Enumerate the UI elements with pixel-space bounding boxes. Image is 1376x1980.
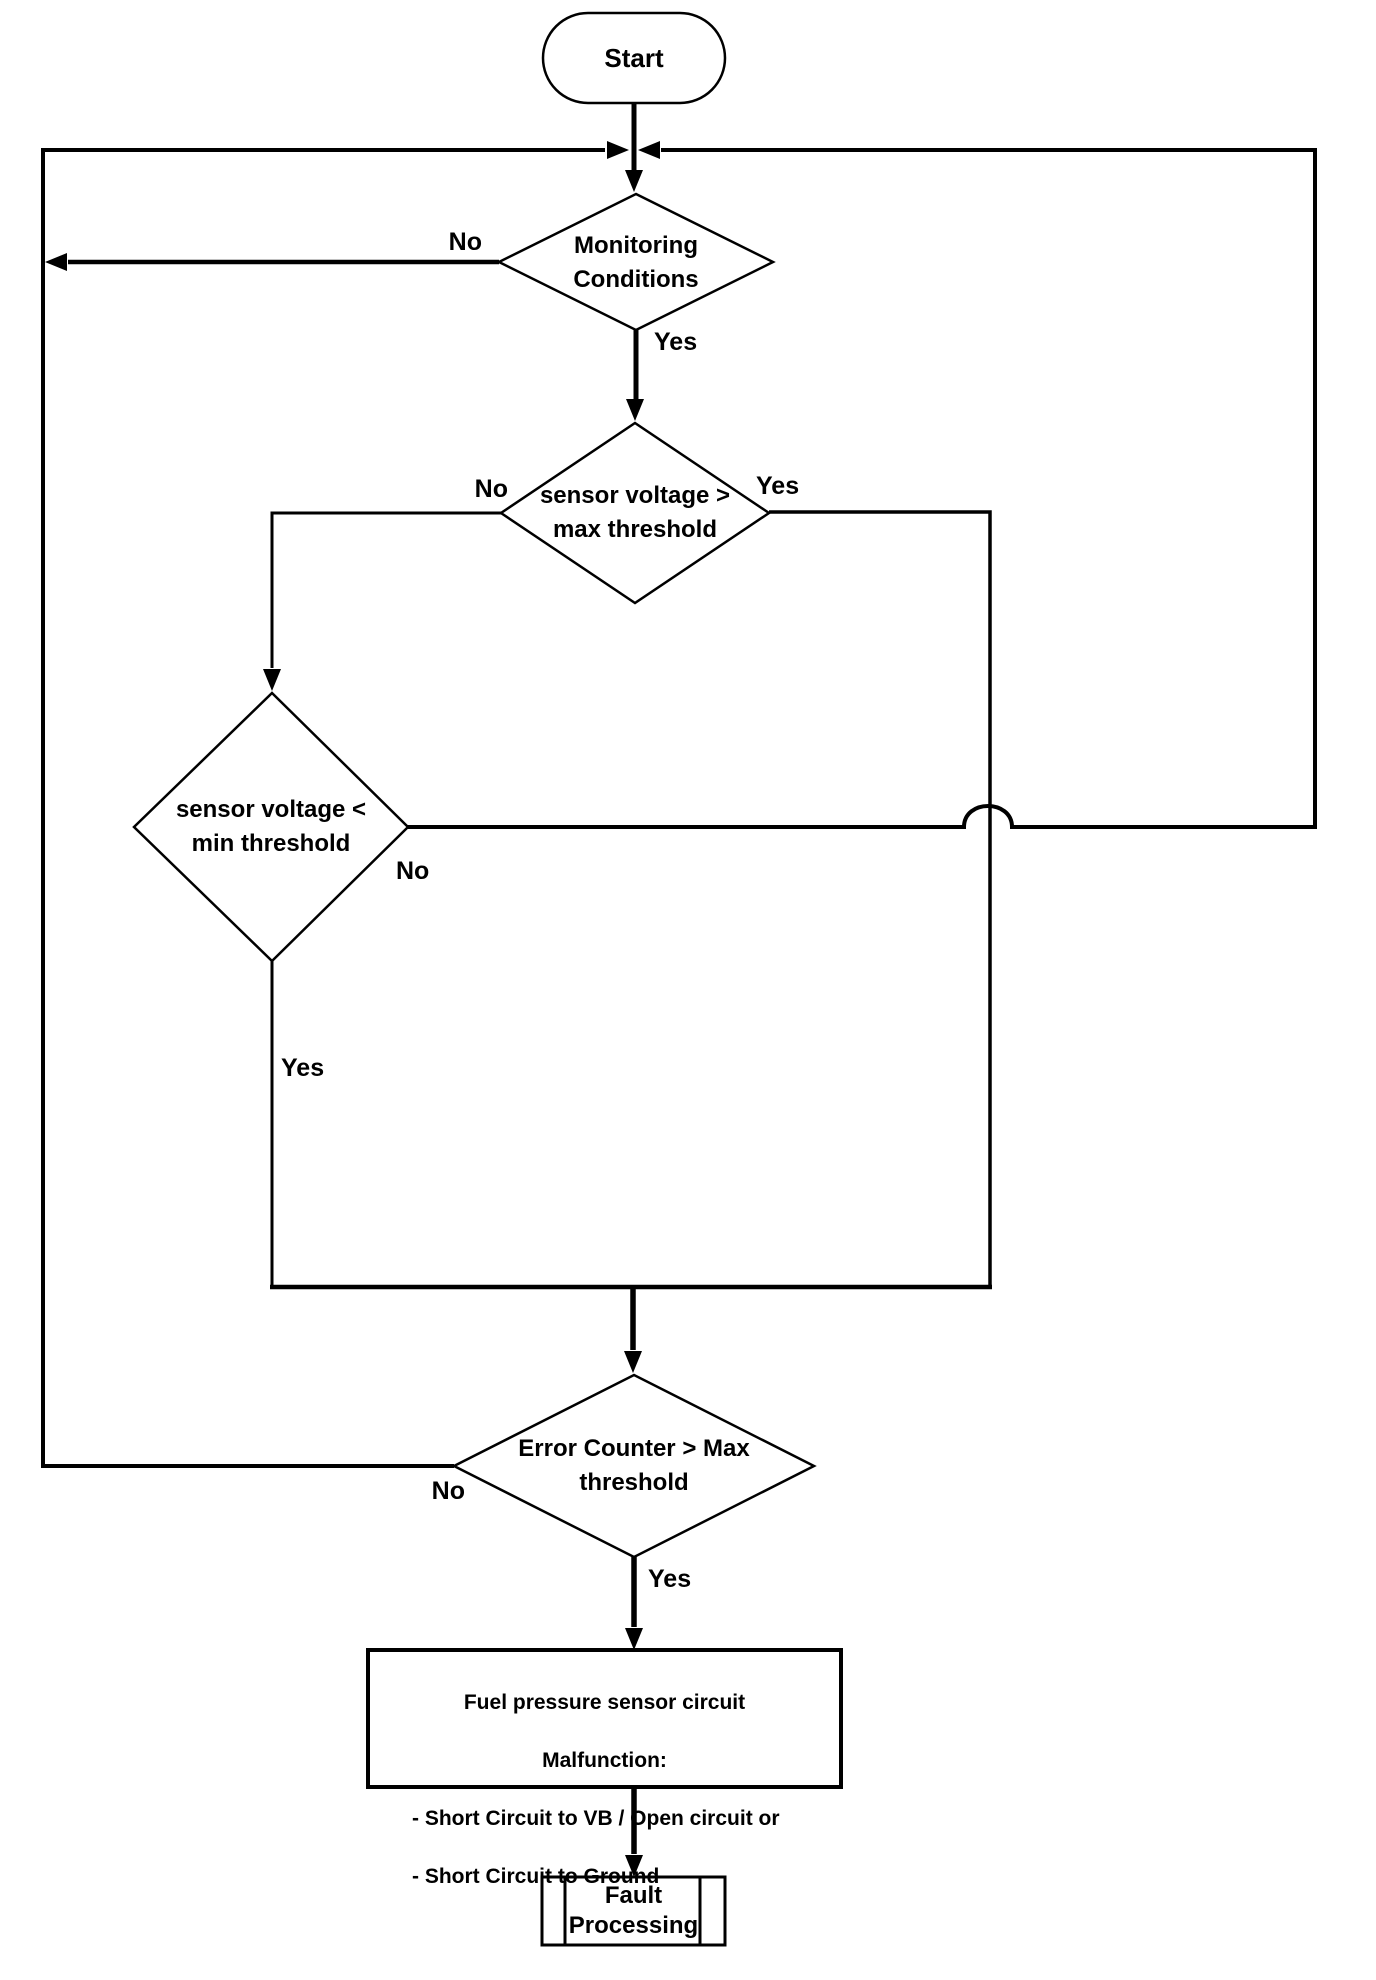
label-error-counter-no: No — [431, 1477, 465, 1505]
error-counter-label: Error Counter > Max threshold — [518, 1435, 750, 1496]
predefined-process-fault-shape — [540, 1875, 727, 1947]
edge-voltage-max-no — [270, 511, 501, 668]
voltage-max-label: sensor voltage > max threshold — [539, 482, 731, 543]
decision-error-counter-shape — [451, 1373, 817, 1559]
start-terminator-shape — [541, 11, 727, 105]
start-label: Start — [604, 42, 664, 73]
voltage-min-label: sensor voltage < min threshold — [175, 796, 367, 857]
arrowhead-into-monitoring — [625, 170, 643, 192]
arrowhead-left-loop-into-junction — [607, 141, 629, 159]
arrowhead-monitoring-no — [45, 253, 67, 271]
label-voltage-max-no: No — [474, 475, 508, 503]
arrowhead-into-voltage-min — [263, 669, 281, 691]
label-voltage-max-yes: Yes — [756, 472, 800, 500]
malfunction-line-4: - Short Circuit to Ground — [412, 1865, 660, 1888]
edge-error-counter-no-loop — [41, 148, 605, 1468]
label-voltage-min-no: No — [396, 857, 430, 885]
arrowhead-into-voltage-max — [626, 399, 644, 421]
arrowhead-into-error-counter — [624, 1351, 642, 1373]
arrowhead-right-loop-into-junction — [638, 141, 660, 159]
monitoring-conditions-label: Monitoring Conditions — [573, 232, 699, 293]
label-monitoring-yes: Yes — [654, 328, 698, 356]
process-malfunction-shape — [366, 1648, 843, 1789]
malfunction-line-1: Fuel pressure sensor circuit — [463, 1691, 746, 1714]
label-monitoring-no: No — [448, 228, 482, 256]
decision-monitoring-conditions-shape — [496, 192, 776, 332]
label-voltage-min-yes: Yes — [281, 1054, 325, 1082]
predefined-process-side-bars — [563, 1877, 702, 1945]
fault-processing-label: Fault Processing — [568, 1882, 699, 1939]
label-error-counter-yes: Yes — [648, 1565, 692, 1593]
arrowhead-into-malfunction — [625, 1628, 643, 1650]
malfunction-line-3: - Short Circuit to VB / Open circuit or — [412, 1807, 780, 1830]
malfunction-label-block: Fuel pressure sensor circuit Malfunction… — [368, 1659, 841, 1920]
decision-voltage-max-shape — [498, 421, 772, 605]
arrowhead-into-fault-processing — [625, 1855, 643, 1877]
edge-voltage-min-no-loop — [407, 148, 1317, 829]
edge-voltage-max-yes — [769, 510, 992, 1289]
malfunction-line-2: Malfunction: — [542, 1749, 667, 1772]
decision-voltage-min-shape — [132, 691, 410, 963]
